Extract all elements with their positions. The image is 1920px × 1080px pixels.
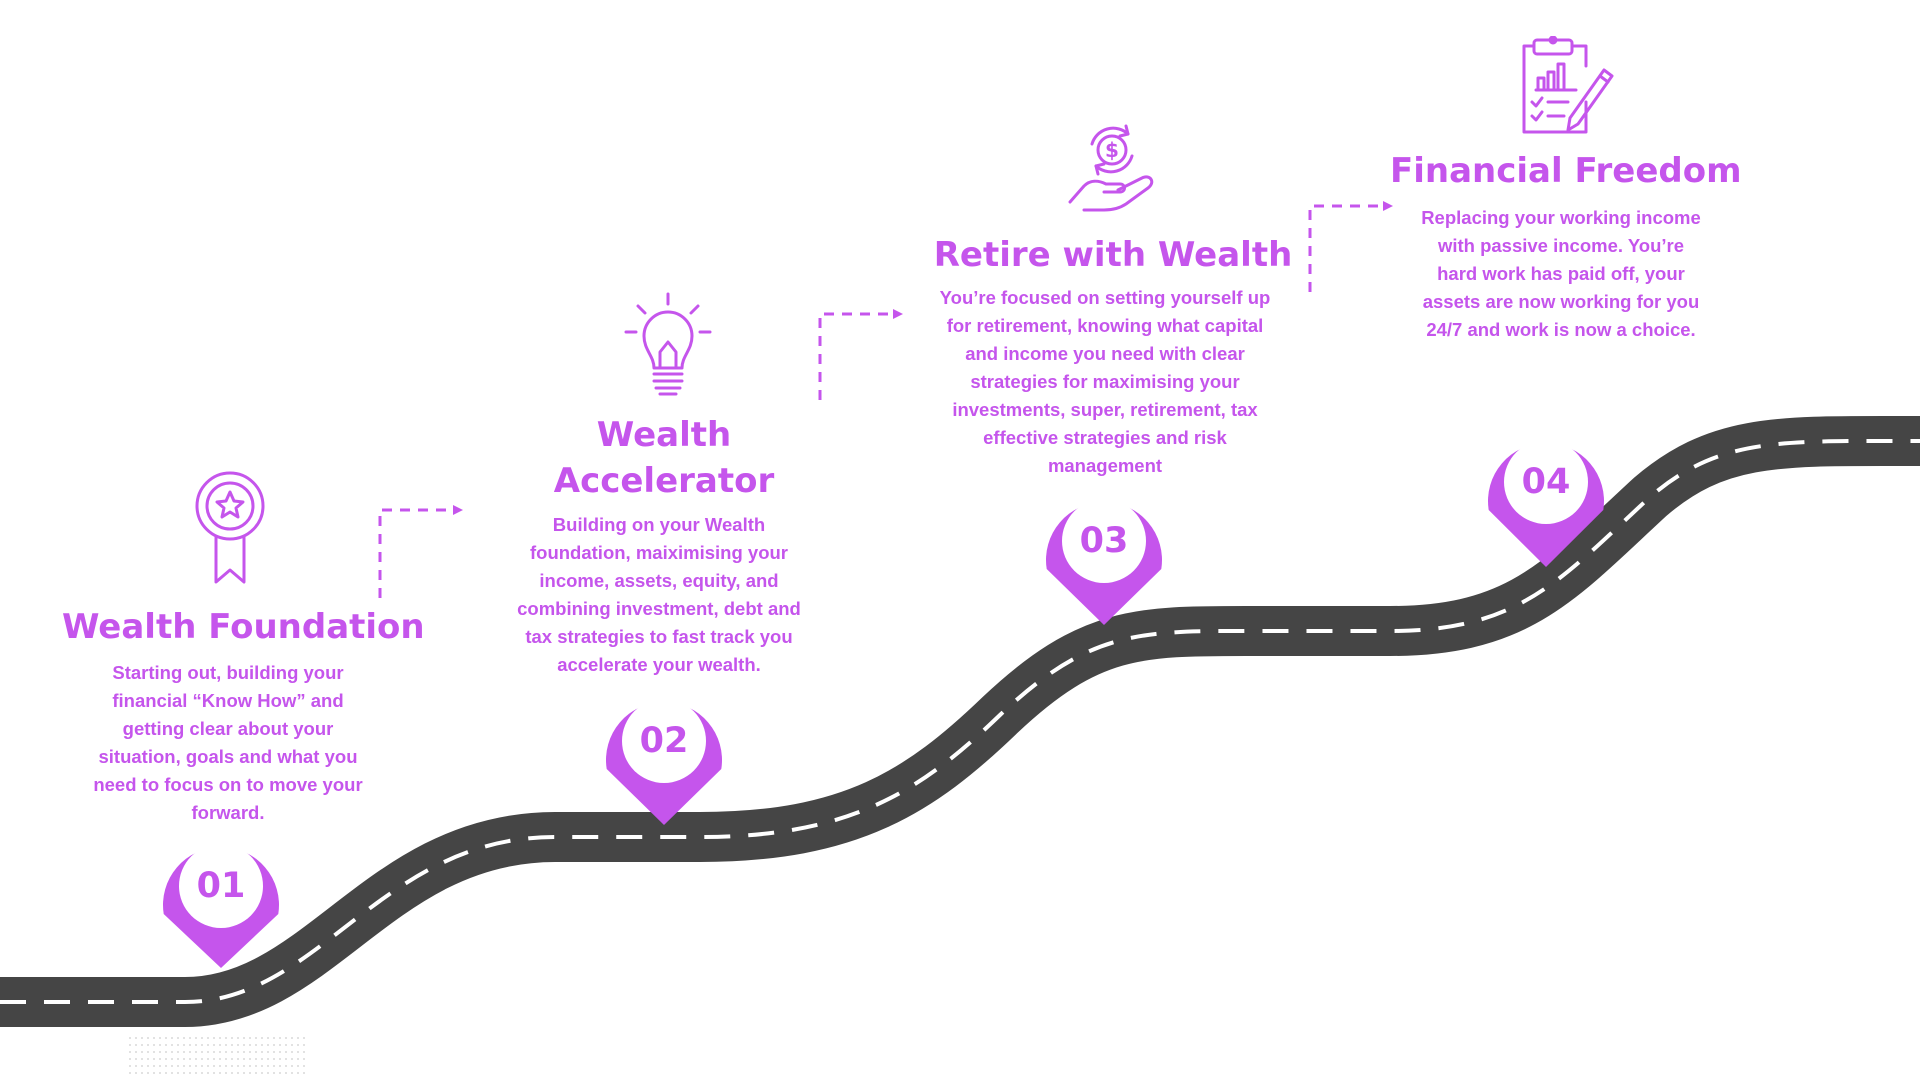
lightbulb-icon <box>624 292 712 396</box>
hand-dollar-coin-icon: $ <box>1068 124 1154 212</box>
road-center-line <box>0 438 1920 1004</box>
stage-1-description: Starting out, building your financial “K… <box>93 662 363 823</box>
stage-4-description: Replacing your working income with passi… <box>1421 207 1701 340</box>
stage-2-number: 02 <box>639 721 689 761</box>
svg-text:$: $ <box>1105 138 1119 162</box>
connector-arrow-1 <box>378 505 463 598</box>
connector-arrow-2 <box>818 309 903 400</box>
stage-1-number: 01 <box>196 866 246 906</box>
stage-2-title: Wealth Accelerator <box>553 415 775 501</box>
award-ribbon-star-icon <box>195 471 265 584</box>
pin-marker-03 <box>1046 499 1162 625</box>
pin-marker-02 <box>606 699 722 825</box>
stage-4-title: Financial Freedom <box>1390 151 1742 191</box>
stage-2-description: Building on your Wealth foundation, maix… <box>517 514 801 675</box>
pin-marker-04 <box>1488 440 1604 567</box>
connector-arrow-3 <box>1308 201 1393 292</box>
clipboard-chart-pencil-icon <box>1522 36 1614 134</box>
stage-3-description: You’re focused on setting yourself up fo… <box>939 287 1271 476</box>
pin-marker-01 <box>163 844 279 968</box>
stage-4-number: 04 <box>1521 462 1571 502</box>
dot-grid-decoration <box>129 1037 305 1074</box>
stage-3-number: 03 <box>1079 521 1129 561</box>
stage-3-title: Retire with Wealth <box>933 235 1293 275</box>
stage-1-title: Wealth Foundation <box>62 607 425 647</box>
